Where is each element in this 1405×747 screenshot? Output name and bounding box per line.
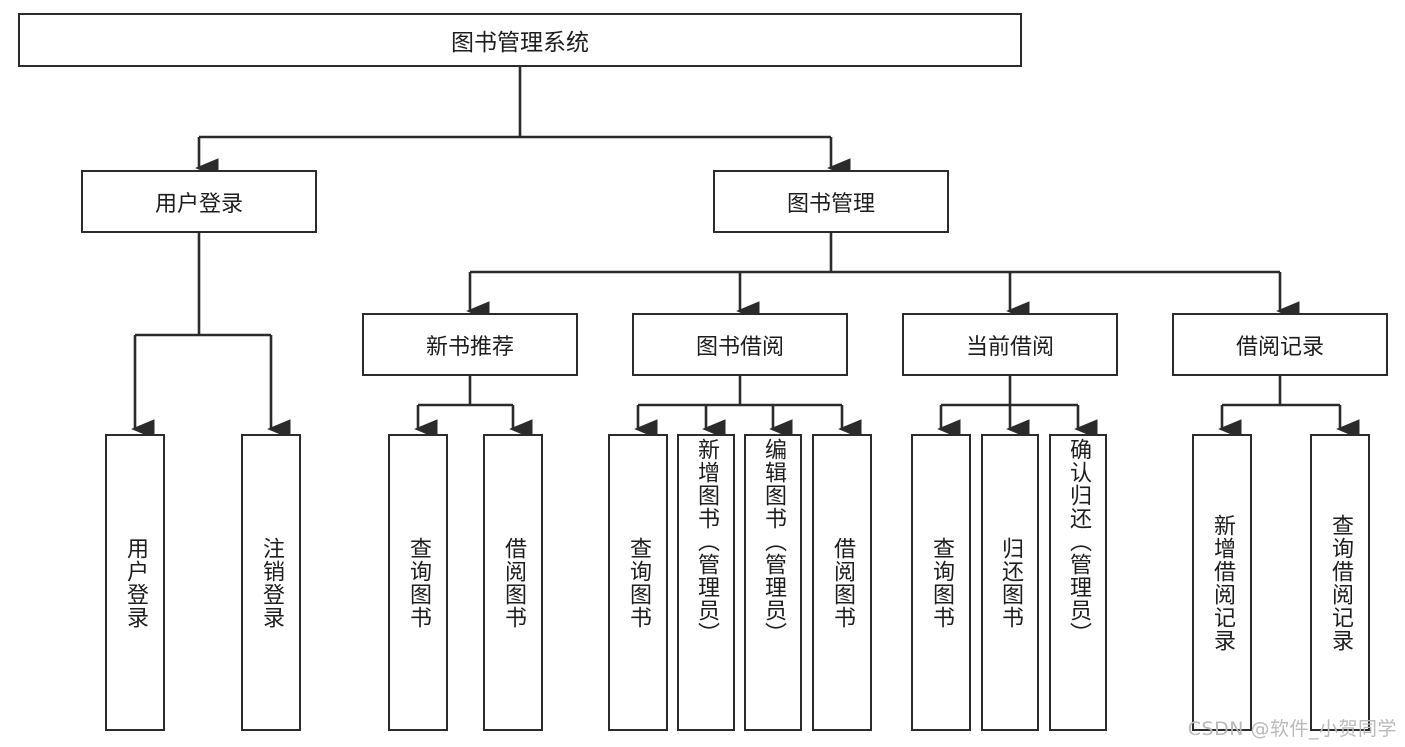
leaf-book-borrow-3[interactable]: 借阅图书 [812,434,872,731]
leaf-current-borrow-1[interactable]: 归还图书 [981,434,1039,731]
leaf-new-book-1-label: 借阅图书 [500,536,526,629]
node-current-borrow[interactable]: 当前借阅 [902,313,1118,376]
node-new-book-recommend-label: 新书推荐 [425,334,514,360]
leaf-user-login-1[interactable]: 注销登录 [241,434,301,731]
leaf-current-borrow-0[interactable]: 查询图书 [911,434,971,731]
leaf-current-borrow-1-label: 归还图书 [997,536,1023,629]
leaf-new-book-0[interactable]: 查询图书 [388,434,448,731]
leaf-book-borrow-2[interactable]: 编辑图书（管理员） [744,434,802,731]
leaf-book-borrow-2-label: 编辑图书（管理员） [760,438,786,645]
node-borrow-records-label: 借阅记录 [1235,334,1324,360]
leaf-book-borrow-0-label: 查询图书 [625,536,651,629]
node-book-borrow-label: 图书借阅 [695,334,784,360]
node-book-management-label: 图书管理 [786,191,875,217]
leaf-user-login-0[interactable]: 用户登录 [105,434,165,731]
leaf-current-borrow-2-label: 确认归还（管理员） [1065,438,1091,645]
node-new-book-recommend[interactable]: 新书推荐 [362,313,578,376]
leaf-new-book-1[interactable]: 借阅图书 [483,434,543,731]
node-root-system[interactable]: 图书管理系统 [18,13,1022,67]
node-book-borrow[interactable]: 图书借阅 [632,313,848,376]
watermark-text: CSDN @软件_小贺同学 [1187,718,1397,740]
leaf-borrow-records-1[interactable]: 查询借阅记录 [1310,434,1370,731]
leaf-user-login-0-label: 用户登录 [122,536,148,629]
node-borrow-records[interactable]: 借阅记录 [1172,313,1388,376]
node-user-login-label: 用户登录 [154,191,243,217]
leaf-new-book-0-label: 查询图书 [405,536,431,629]
node-book-management[interactable]: 图书管理 [713,170,949,233]
leaf-borrow-records-0[interactable]: 新增借阅记录 [1192,434,1252,731]
node-user-login[interactable]: 用户登录 [81,170,317,233]
leaf-book-borrow-0[interactable]: 查询图书 [608,434,668,731]
leaf-current-borrow-2[interactable]: 确认归还（管理员） [1049,434,1107,731]
leaf-book-borrow-1-label: 新增图书（管理员） [693,438,719,645]
leaf-current-borrow-0-label: 查询图书 [928,536,954,629]
leaf-book-borrow-3-label: 借阅图书 [829,536,855,629]
leaf-book-borrow-1[interactable]: 新增图书（管理员） [677,434,735,731]
leaf-borrow-records-0-label: 新增借阅记录 [1209,513,1235,652]
node-current-borrow-label: 当前借阅 [965,334,1054,360]
node-root-label: 图书管理系统 [451,30,589,56]
leaf-borrow-records-1-label: 查询借阅记录 [1327,513,1353,652]
leaf-user-login-1-label: 注销登录 [258,536,284,629]
